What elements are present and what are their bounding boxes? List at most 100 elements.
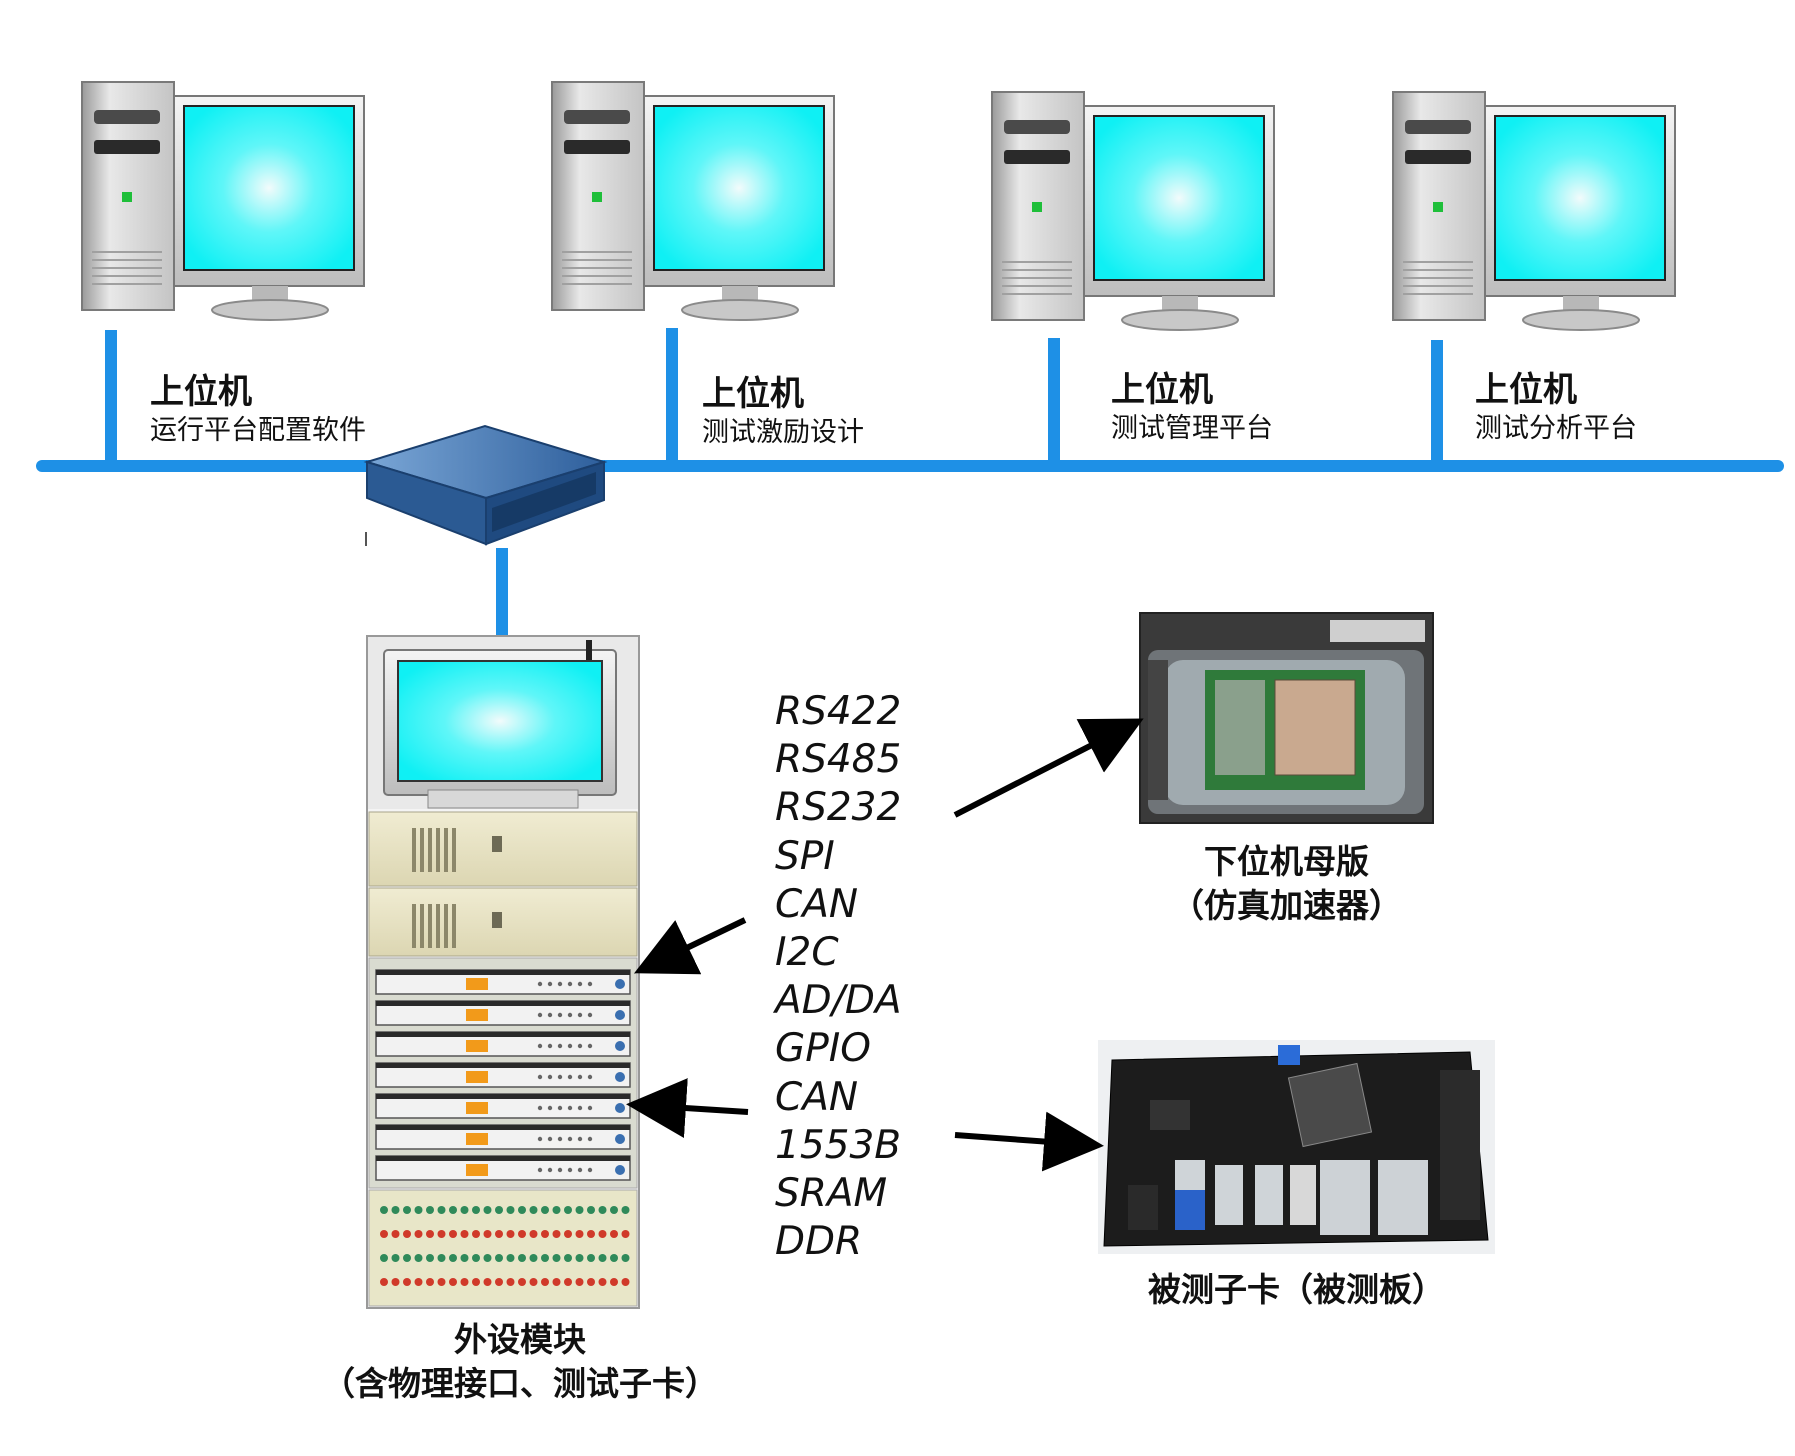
terminal-jack bbox=[449, 1206, 457, 1214]
terminal-jack bbox=[552, 1206, 561, 1214]
terminal-jack bbox=[495, 1278, 503, 1286]
protocol-list: RS422 RS485 RS232 SPI CAN I2C AD/DA GPIO… bbox=[775, 688, 902, 1266]
terminal-jack bbox=[506, 1254, 515, 1262]
terminal-jack bbox=[380, 1230, 388, 1238]
terminal-jack bbox=[472, 1254, 480, 1262]
host-4-title: 上位机 bbox=[1475, 370, 1577, 410]
terminal-jack bbox=[541, 1254, 549, 1262]
terminal-jack bbox=[564, 1254, 572, 1262]
terminal-jack bbox=[414, 1206, 423, 1214]
host-2-subtitle: 测试激励设计 bbox=[702, 417, 864, 448]
terminal-jack bbox=[621, 1206, 630, 1214]
network-switch bbox=[363, 424, 608, 546]
protocol-item: I2C bbox=[775, 929, 839, 975]
protocol-item: 1553B bbox=[775, 1122, 902, 1168]
instrument-unit bbox=[375, 1124, 631, 1150]
host-2-title: 上位机 bbox=[702, 374, 804, 414]
terminal-jack bbox=[403, 1230, 411, 1238]
host-3-title: 上位机 bbox=[1111, 370, 1213, 410]
terminal-jack bbox=[610, 1254, 618, 1262]
terminal-jack bbox=[483, 1206, 492, 1214]
lower-board-caption-line2: （仿真加速器） bbox=[1171, 886, 1402, 925]
peripheral-caption: 外设模块 （含物理接口、测试子卡） bbox=[290, 1318, 750, 1406]
terminal-jack bbox=[403, 1254, 411, 1262]
terminal-jack bbox=[506, 1206, 515, 1214]
vent-slot bbox=[420, 904, 424, 948]
terminal-jack bbox=[449, 1254, 457, 1262]
network-bus bbox=[36, 328, 1784, 640]
terminal-jack bbox=[426, 1254, 434, 1262]
terminal-jack bbox=[472, 1230, 480, 1238]
vent-slot bbox=[436, 828, 440, 872]
terminal-jack bbox=[564, 1230, 572, 1238]
terminal-jack bbox=[449, 1230, 457, 1238]
terminal-jack bbox=[460, 1206, 469, 1214]
accelerator-board-photo bbox=[1139, 612, 1434, 824]
terminal-jack bbox=[437, 1254, 446, 1262]
protocol-item: AD/DA bbox=[775, 978, 902, 1024]
terminal-jack bbox=[529, 1206, 538, 1214]
terminal-jack bbox=[460, 1230, 469, 1238]
terminal-jack bbox=[414, 1254, 423, 1262]
terminal-jack bbox=[575, 1230, 584, 1238]
vent-slot bbox=[444, 828, 448, 872]
peripheral-caption-line2: （含物理接口、测试子卡） bbox=[322, 1364, 718, 1403]
terminal-jack bbox=[403, 1278, 411, 1286]
protocol-item: DDR bbox=[775, 1219, 863, 1265]
instrument-unit bbox=[375, 1000, 631, 1026]
protocol-item: CAN bbox=[775, 881, 859, 927]
protocol-item: RS485 bbox=[775, 737, 902, 783]
terminal-jack bbox=[621, 1254, 630, 1262]
terminal-jack bbox=[529, 1278, 538, 1286]
terminal-jack bbox=[598, 1278, 607, 1286]
terminal-jack bbox=[414, 1230, 423, 1238]
vent-slot bbox=[436, 904, 440, 948]
terminal-jack bbox=[518, 1254, 526, 1262]
terminal-jack bbox=[575, 1278, 584, 1286]
rack-switch bbox=[492, 912, 502, 928]
terminal-jack bbox=[518, 1278, 526, 1286]
host-computer-3 bbox=[991, 91, 1275, 331]
terminal-jack bbox=[587, 1206, 595, 1214]
terminal-jack bbox=[449, 1278, 457, 1286]
terminal-jack bbox=[483, 1278, 492, 1286]
vent-slot bbox=[412, 904, 416, 948]
terminal-jack bbox=[472, 1278, 480, 1286]
terminal-jack bbox=[495, 1254, 503, 1262]
terminal-jack bbox=[437, 1230, 446, 1238]
terminal-jack bbox=[437, 1278, 446, 1286]
lower-board-caption: 下位机母版 （仿真加速器） bbox=[1140, 840, 1433, 928]
terminal-jack bbox=[529, 1254, 538, 1262]
arrows bbox=[626, 718, 1144, 1172]
protocol-item: SPI bbox=[775, 833, 835, 879]
terminal-jack bbox=[598, 1230, 607, 1238]
terminal-jack bbox=[380, 1254, 388, 1262]
equipment-rack bbox=[366, 635, 640, 1309]
protocol-item: RS232 bbox=[775, 785, 902, 831]
terminal-jack bbox=[472, 1206, 480, 1214]
terminal-jack bbox=[380, 1278, 388, 1286]
dut-board-photo bbox=[1098, 1040, 1495, 1254]
terminal-jack bbox=[391, 1254, 400, 1262]
instrument-unit bbox=[375, 969, 631, 995]
terminal-jack bbox=[495, 1206, 503, 1214]
terminal-jack bbox=[506, 1278, 515, 1286]
instrument-unit bbox=[375, 1031, 631, 1057]
instrument-unit bbox=[375, 1062, 631, 1088]
host-computer-2 bbox=[551, 81, 835, 321]
terminal-jack bbox=[587, 1254, 595, 1262]
vent-slot bbox=[420, 828, 424, 872]
terminal-jack bbox=[380, 1206, 388, 1214]
terminal-jack bbox=[426, 1206, 434, 1214]
vent-slot bbox=[444, 904, 448, 948]
terminal-jack bbox=[598, 1254, 607, 1262]
vent-slot bbox=[428, 828, 432, 872]
host-4-subtitle: 测试分析平台 bbox=[1475, 413, 1637, 444]
terminal-jack bbox=[541, 1278, 549, 1286]
host-computer-4 bbox=[1392, 91, 1676, 331]
terminal-jack bbox=[610, 1206, 618, 1214]
terminal-jack bbox=[587, 1230, 595, 1238]
terminal-jack bbox=[495, 1230, 503, 1238]
terminal-jack bbox=[541, 1230, 549, 1238]
